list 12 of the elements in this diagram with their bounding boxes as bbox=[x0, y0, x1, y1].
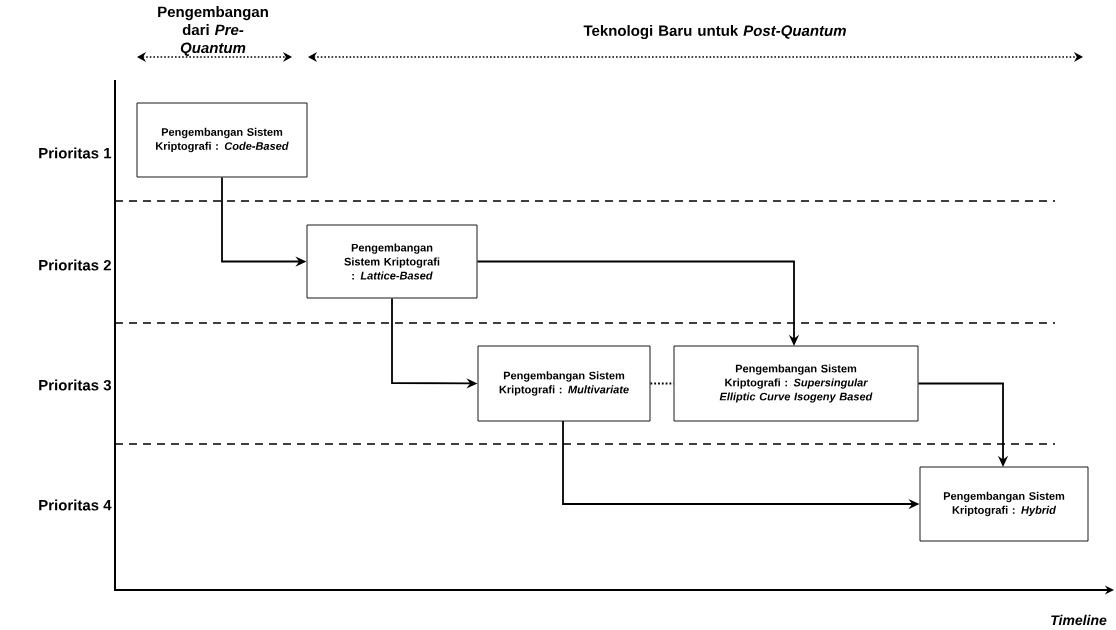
process-box: Pengembangan Sistem Kriptografi : Code-Based bbox=[136, 102, 308, 178]
row-label: Prioritas 1 bbox=[39, 147, 112, 159]
process-box: Pengembangan Sistem Kriptografi : Supersingular Elliptic Curve Isogeny Based bbox=[673, 345, 919, 422]
axis-label: Timeline bbox=[1051, 614, 1107, 626]
span-label: Teknologi Baru untuk Post-Quantum bbox=[583, 25, 846, 40]
span-label: Pengembangan dari Pre-Quantum bbox=[158, 6, 268, 56]
row-label: Prioritas 4 bbox=[39, 499, 112, 511]
process-box: Pengembangan Sistem Kriptografi : Lattice-Based bbox=[306, 224, 478, 299]
process-box: Pengembangan Sistem Kriptografi : Hybrid bbox=[919, 466, 1089, 542]
process-box: Pengembangan Sistem Kriptografi : Multivariate bbox=[477, 345, 651, 422]
row-label: Prioritas 3 bbox=[39, 379, 111, 391]
row-label: Prioritas 2 bbox=[39, 259, 111, 271]
